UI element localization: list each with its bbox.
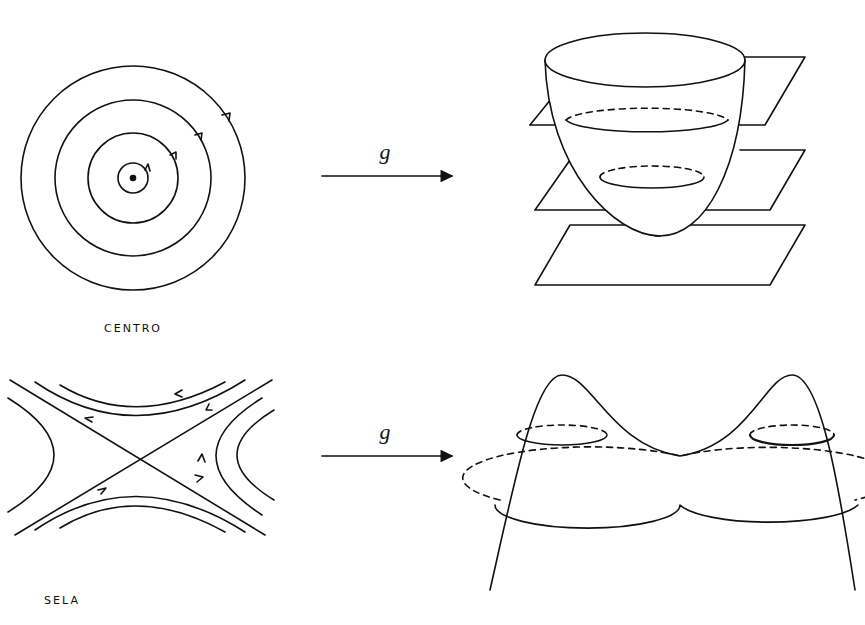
map-arrow [322, 455, 452, 457]
map-label: g [380, 421, 391, 443]
portrait-caption: CENTRO [104, 323, 162, 334]
saddle-surface [463, 375, 865, 590]
portrait-caption: SELA [44, 595, 80, 606]
paraboloid [545, 33, 745, 236]
map-arrow [322, 175, 452, 177]
saddle-orbits [8, 380, 274, 535]
center-orbits [21, 66, 245, 290]
level-planes [530, 57, 805, 285]
map-label: g [380, 141, 391, 163]
